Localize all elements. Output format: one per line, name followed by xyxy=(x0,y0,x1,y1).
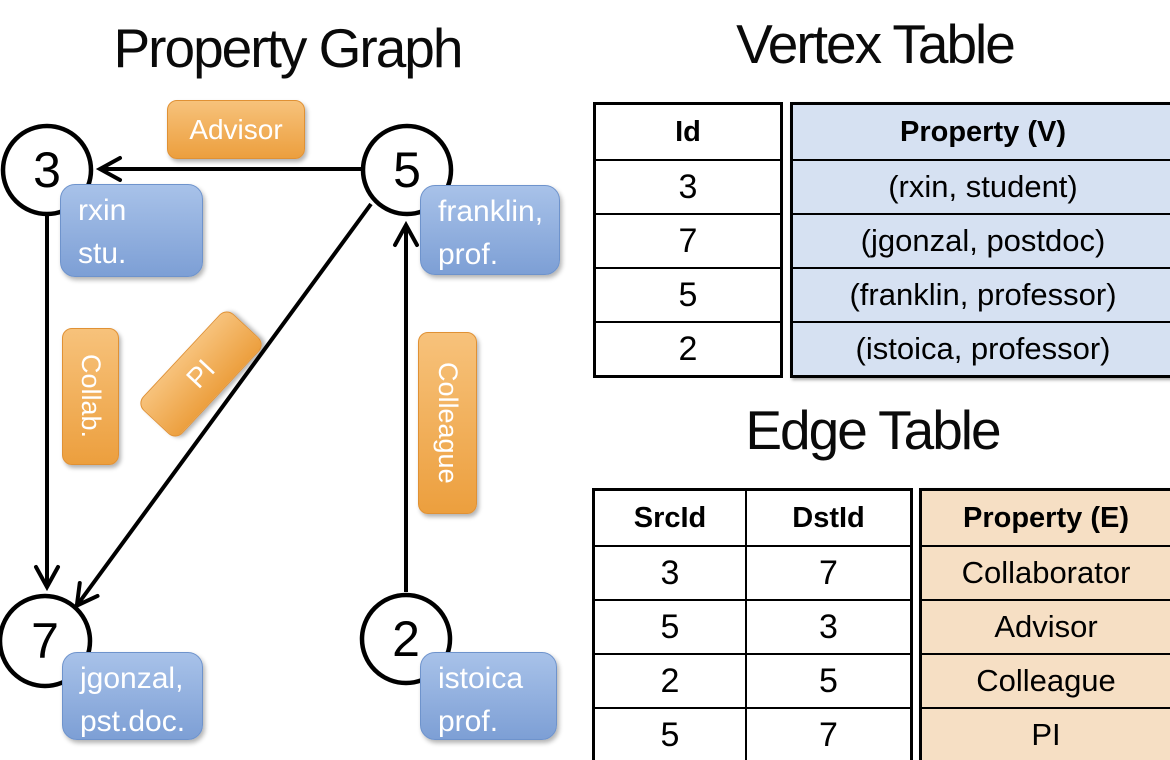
edge-table: SrcId DstId 3 7 5 3 2 5 5 7 Property (E)… xyxy=(592,488,1170,760)
table-cell: (jgonzal, postdoc) xyxy=(793,213,1170,267)
table-cell: 3 xyxy=(745,599,910,653)
edge-label-colleague: Colleague xyxy=(418,332,477,514)
edge-table-header-property: Property (E) xyxy=(963,501,1129,534)
vertex-id-5: 5 xyxy=(393,142,421,198)
vertex-table-header-id: Id xyxy=(675,115,701,148)
node-box-istoica: istoica prof. xyxy=(420,652,557,740)
vertex-id-7: 7 xyxy=(31,613,59,669)
edge-label-advisor: Advisor xyxy=(167,100,305,159)
table-cell: Collaborator xyxy=(922,545,1170,599)
edge-table-header-srcid: SrcId xyxy=(633,501,707,534)
table-cell: 2 xyxy=(596,321,780,375)
property-graph-title: Property Graph xyxy=(113,17,463,79)
table-cell: (franklin, professor) xyxy=(793,267,1170,321)
node-box-franklin: franklin, prof. xyxy=(420,185,560,275)
table-cell: 5 xyxy=(596,267,780,321)
node-box-jgonzal: jgonzal, pst.doc. xyxy=(62,652,203,740)
node-box-line: prof. xyxy=(438,705,499,738)
vertex-table-header-property: Property (V) xyxy=(900,115,1066,148)
node-box-rxin: rxin stu. xyxy=(60,184,203,277)
table-cell: 5 xyxy=(745,653,910,707)
table-cell: 7 xyxy=(745,707,910,760)
edge-table-title: Edge Table xyxy=(745,399,1001,461)
vertex-table: Id 3 7 5 2 Property (V) (rxin, student) … xyxy=(593,102,1170,378)
vertex-id-2: 2 xyxy=(392,611,420,667)
node-box-line: istoica xyxy=(438,662,524,695)
vertex-table-title: Vertex Table xyxy=(736,13,1016,75)
table-cell: 2 xyxy=(595,653,745,707)
node-box-line: stu. xyxy=(78,237,127,270)
edge-table-id-columns: SrcId DstId 3 7 5 3 2 5 5 7 xyxy=(592,488,913,760)
node-box-line: jgonzal, xyxy=(80,662,184,695)
table-cell: 5 xyxy=(595,707,745,760)
table-cell: Advisor xyxy=(922,599,1170,653)
vertex-table-property-column: Property (V) (rxin, student) (jgonzal, p… xyxy=(790,102,1170,378)
node-box-line: pst.doc. xyxy=(80,705,186,738)
edge-table-header-dstid: DstId xyxy=(745,491,910,545)
table-cell: (istoica, professor) xyxy=(793,321,1170,375)
table-cell: 3 xyxy=(596,159,780,213)
edge-label-collab: Collab. xyxy=(62,328,119,465)
node-box-line: rxin xyxy=(78,194,127,227)
edge-pi-5-to-7 xyxy=(74,202,373,609)
table-cell: Colleague xyxy=(922,653,1170,707)
table-cell: 7 xyxy=(596,213,780,267)
vertex-table-id-column: Id 3 7 5 2 xyxy=(593,102,783,378)
edge-table-property-column: Property (E) Collaborator Advisor Collea… xyxy=(919,488,1170,760)
table-cell: 7 xyxy=(745,545,910,599)
node-box-line: prof. xyxy=(438,238,499,271)
vertex-id-3: 3 xyxy=(33,142,61,198)
node-box-line: franklin, xyxy=(438,195,544,228)
table-cell: PI xyxy=(922,707,1170,760)
table-cell: 5 xyxy=(595,599,745,653)
table-cell: (rxin, student) xyxy=(793,159,1170,213)
table-cell: 3 xyxy=(595,545,745,599)
